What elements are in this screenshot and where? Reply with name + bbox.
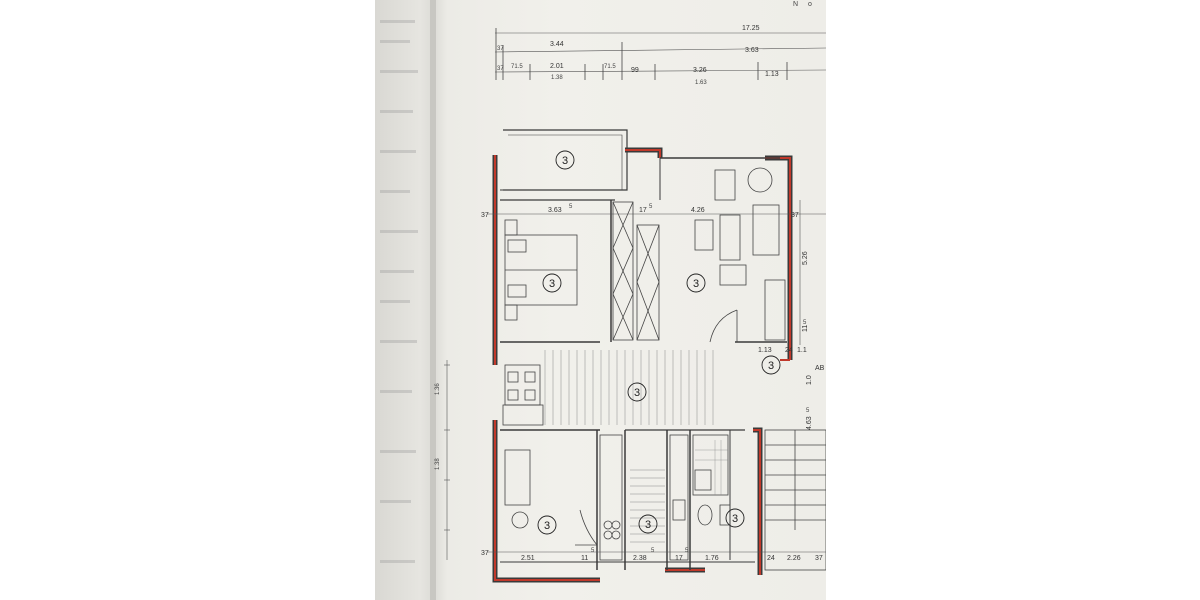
top-dimension-chains: 17.25 37 3.44 3.63 37 71.5 2.01 1.38 71.… bbox=[494, 25, 826, 86]
dim-room1-width: 2.51 bbox=[521, 555, 535, 562]
dim-kitchen-width-sup: 5 bbox=[651, 548, 655, 554]
dim-71-5a: 71.5 bbox=[511, 64, 523, 70]
dim-hall-1-13: 1.13 bbox=[758, 347, 772, 354]
dim-stair-height-sup: 5 bbox=[806, 408, 810, 414]
dim-wall-11-sup: 5 bbox=[591, 548, 595, 554]
dim-1-13: 1.13 bbox=[765, 71, 779, 78]
dim-wall-17-sup: 5 bbox=[649, 204, 653, 210]
dim-3-26: 3.26 bbox=[693, 67, 707, 74]
dim-side-1-0: 1.0 bbox=[806, 375, 813, 385]
dim-stair-height: 4.63 bbox=[806, 416, 813, 430]
corner-mark: N o bbox=[793, 1, 816, 8]
dim-wall-11: 11 bbox=[581, 555, 588, 562]
svg-text:3: 3 bbox=[544, 520, 550, 532]
bath-fixtures bbox=[692, 434, 731, 526]
room-label-bedroom: 3 bbox=[542, 273, 562, 293]
floor-plan-drawing: 1.36 1.38 N o 17.25 37 3.44 bbox=[380, 0, 826, 600]
room-label-living: 3 bbox=[686, 273, 706, 293]
dim-right-37: 37 bbox=[791, 212, 799, 219]
left-dim-2: 1.38 bbox=[435, 458, 441, 470]
dim-3-44: 3.44 bbox=[550, 41, 564, 48]
svg-text:3: 3 bbox=[549, 278, 555, 290]
living-furniture bbox=[694, 167, 786, 343]
svg-text:3: 3 bbox=[562, 155, 568, 167]
dim-row2-37: 37 bbox=[497, 46, 504, 52]
dim-ab-label: AB bbox=[815, 365, 825, 372]
dim-71-5b: 71.5 bbox=[604, 64, 616, 70]
staircase bbox=[764, 429, 826, 571]
dining-table bbox=[502, 364, 544, 426]
dim-17-25: 17.25 bbox=[742, 25, 760, 32]
svg-text:3: 3 bbox=[645, 519, 651, 531]
dim-bath-width: 1.76 bbox=[705, 555, 719, 562]
dim-right-height: 5.26 bbox=[802, 251, 809, 265]
room-label-landing: 3 bbox=[761, 355, 781, 375]
dim-bedroom-width: 3.63 bbox=[548, 207, 562, 214]
left-dim-1: 1.36 bbox=[435, 383, 441, 395]
dim-kitchen-width: 2.38 bbox=[633, 555, 647, 562]
dim-hall-1-1: 1.1 bbox=[797, 347, 807, 354]
plan-photo: 1.36 1.38 N o 17.25 37 3.44 bbox=[375, 0, 826, 600]
dim-wall-17: 17 bbox=[639, 207, 647, 214]
room-labels: 3 3 3 3 3 3 3 bbox=[537, 150, 781, 535]
dim-stair-width: 2.26 bbox=[787, 555, 801, 562]
room-label-child: 3 bbox=[537, 515, 557, 535]
svg-text:3: 3 bbox=[634, 387, 640, 399]
dim-bedroom-width-sup: 5 bbox=[569, 204, 573, 210]
room-label-hall: 3 bbox=[627, 382, 647, 402]
hall-stripes bbox=[544, 350, 714, 425]
dim-row3-37: 37 bbox=[497, 66, 504, 72]
dim-hall-24: 24 bbox=[785, 347, 793, 354]
svg-text:3: 3 bbox=[693, 278, 699, 290]
interior-walls bbox=[500, 157, 787, 570]
dim-living-width: 4.26 bbox=[691, 207, 705, 214]
kitchen-fixtures bbox=[599, 434, 689, 561]
dim-top-left-37: 37 bbox=[481, 212, 489, 219]
dim-bottom-37: 37 bbox=[481, 550, 489, 557]
dim-wall-17b: 17 bbox=[675, 555, 683, 562]
left-margin-dimension: 1.36 1.38 bbox=[435, 360, 450, 560]
left-page-text bbox=[380, 20, 418, 563]
dim-wall-17b-sup: 5 bbox=[685, 548, 689, 554]
dim-1-63: 1.63 bbox=[695, 80, 707, 86]
dim-3-63: 3.63 bbox=[745, 47, 759, 54]
dim-1-38: 1.38 bbox=[551, 75, 563, 81]
room-label-kitchen: 3 bbox=[638, 514, 658, 534]
plan-dimension-texts: 37 3.63 5 17 5 4.26 37 5.26 11 5 1.13 24… bbox=[481, 204, 825, 562]
wardrobe bbox=[612, 201, 660, 341]
svg-text:3: 3 bbox=[768, 360, 774, 372]
room-label-bath: 3 bbox=[725, 508, 745, 528]
dim-99: 99 bbox=[631, 67, 639, 74]
plan-dimension-lines bbox=[487, 200, 826, 553]
room-label-balcony: 3 bbox=[555, 150, 575, 170]
dim-2-01: 2.01 bbox=[550, 63, 564, 70]
child-room-desk bbox=[504, 449, 598, 546]
dim-right-11-sup: 5 bbox=[803, 320, 807, 326]
svg-text:3: 3 bbox=[732, 513, 738, 525]
bed bbox=[504, 219, 578, 321]
dim-right-11: 11 bbox=[802, 325, 809, 332]
dim-wall-24: 24 bbox=[767, 555, 775, 562]
dim-right-37b: 37 bbox=[815, 555, 823, 562]
